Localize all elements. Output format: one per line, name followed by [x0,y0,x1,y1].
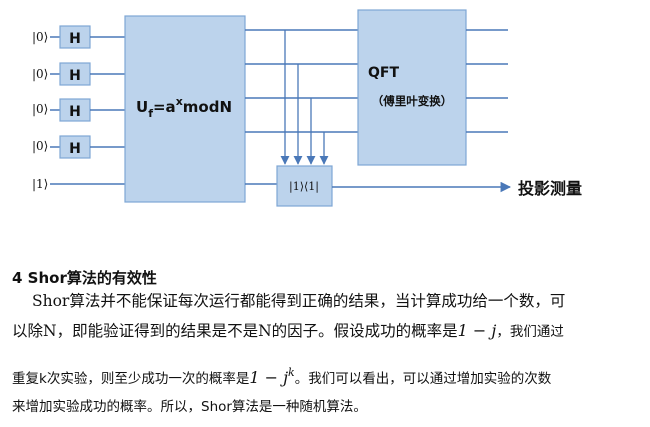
uf-subscript: f [148,107,153,120]
hadamard-label: H [69,68,81,84]
uf-mod: modN [183,98,232,116]
input-ket-2: |0⟩ [32,67,48,81]
uf-main-label: U [136,98,148,116]
line3-superscript: k [288,366,295,379]
line2-math: 1 − j [457,321,497,340]
projection-measurement-label: 投影测量 [518,179,582,198]
input-ket-1: |0⟩ [32,30,48,44]
hadamard-label: H [69,141,81,157]
hadamard-gate-1: H [59,25,91,49]
qft-subtitle: （傅里叶变换） [372,94,453,108]
paragraph-line-1: Shor算法并不能保证每次运行都能得到正确的结果，当计算成功给一个数，可 [32,292,566,310]
uf-modular-exponentiation-box: Uf=axmodN [124,15,246,203]
hadamard-label: H [69,31,81,47]
measurement-label: |1⟩⟨1| [289,180,319,194]
hadamard-gate-4: H [59,135,91,159]
hadamard-gate-3: H [59,98,91,122]
uf-equals: =a [153,98,176,116]
input-ket-3: |0⟩ [32,102,48,116]
line2-text-a: 以除N，即能验证得到的结果是不是N的因子。假设成功的概率是 [12,322,458,340]
uf-superscript: x [176,95,183,108]
measurement-box: |1⟩⟨1| [276,165,333,207]
line3-text-a: 重复k次实验，则至少成功一次的概率是 [12,371,250,387]
svg-text:Uf=axmodN: Uf=axmodN [136,95,232,120]
line3-math: 1 − j [249,368,289,387]
qft-box: QFT （傅里叶变换） [357,9,467,166]
paragraph-line-4: 来增加实验成功的概率。所以，Shor算法是一种随机算法。 [12,399,367,415]
input-ket-5: |1⟩ [32,177,48,191]
input-ket-4: |0⟩ [32,139,48,153]
paragraph-line-2: 以除N，即能验证得到的结果是不是N的因子。假设成功的概率是1 − j，我们通过 [12,320,642,343]
qft-label: QFT [368,65,399,81]
line2-text-b: ，我们通过 [496,324,564,340]
quantum-circuit-diagram: |0⟩ |0⟩ |0⟩ |0⟩ |1⟩ H H H H Uf=axmodN [32,9,582,207]
hadamard-gate-2: H [59,62,91,86]
paragraph-line-3: 重复k次实验，则至少成功一次的概率是1 − jk。我们可以看出，可以通过增加实验… [12,363,642,389]
shor-effectiveness-section: 4 Shor算法的有效性 Shor算法并不能保证每次运行都能得到正确的结果，当计… [12,268,642,417]
section-heading: 4 Shor算法的有效性 [12,269,157,287]
hadamard-label: H [69,104,81,120]
line3-text-b: 。我们可以看出，可以通过增加实验的次数 [294,371,552,387]
